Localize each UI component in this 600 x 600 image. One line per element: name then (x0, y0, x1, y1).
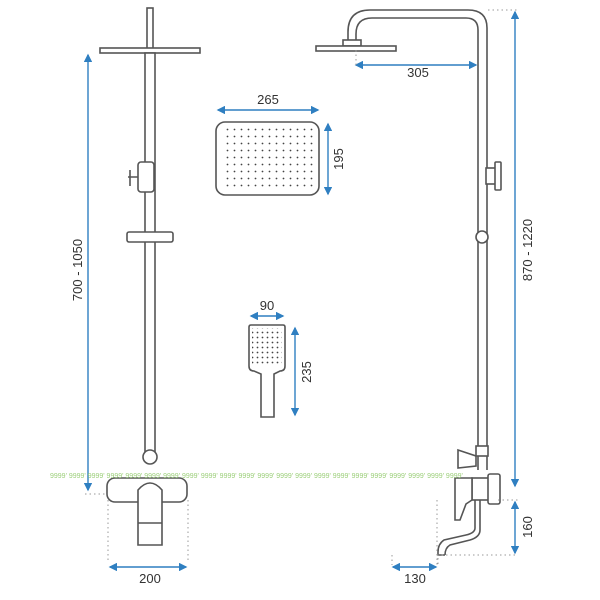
connector (142, 449, 158, 465)
diverter-lever (128, 170, 138, 186)
rain-head-width-label: 265 (257, 92, 279, 107)
right-height-label: 870 - 1220 (520, 219, 535, 281)
dimension-spout-depth: 130 (391, 562, 438, 586)
hand-shower-length-label: 235 (299, 361, 314, 383)
front-view-assembly (85, 7, 201, 562)
spout-height-label: 160 (520, 516, 535, 538)
side-view-assembly (315, 9, 520, 565)
hand-shower-width-label: 90 (260, 298, 274, 313)
bath-spout (437, 500, 481, 556)
diverter-knob (494, 161, 502, 191)
hand-shower-outlet (457, 448, 477, 469)
nozzle-grid (222, 127, 314, 190)
dimension-mixer-width: 200 (108, 562, 188, 586)
left-height-label: 700 - 1050 (70, 239, 85, 301)
dimension-left-height: 700 - 1050 (70, 53, 93, 492)
slide-holder (126, 231, 174, 243)
watermark: 9999' 9999' 9999' 9999' 9999' 9999' 9999… (50, 473, 463, 480)
head-connector (342, 39, 362, 47)
pipe-top (146, 7, 154, 51)
rain-head-top-view: 265 195 (215, 92, 346, 196)
hand-shower-nozzles (252, 328, 282, 364)
diverter-valve (137, 161, 155, 193)
spout (137, 482, 163, 546)
riser-pipe (144, 52, 156, 454)
rain-head-depth-label: 195 (331, 148, 346, 170)
dimension-spout-height: 160 (510, 500, 535, 555)
holder-knob (475, 230, 489, 244)
spout-depth-label: 130 (404, 571, 426, 586)
shower-arm-inner (347, 9, 488, 470)
mixer-width-label: 200 (139, 571, 161, 586)
dimension-right-height: 870 - 1220 (488, 9, 535, 488)
dimension-arm-reach: 305 (354, 50, 478, 80)
hand-shower: 90 235 (248, 298, 314, 418)
outlet-coupling (475, 445, 489, 457)
mixer-flange (487, 473, 501, 505)
arm-reach-label: 305 (407, 65, 429, 80)
mixer-lever (454, 477, 473, 521)
shower-arm-outer (355, 17, 479, 470)
